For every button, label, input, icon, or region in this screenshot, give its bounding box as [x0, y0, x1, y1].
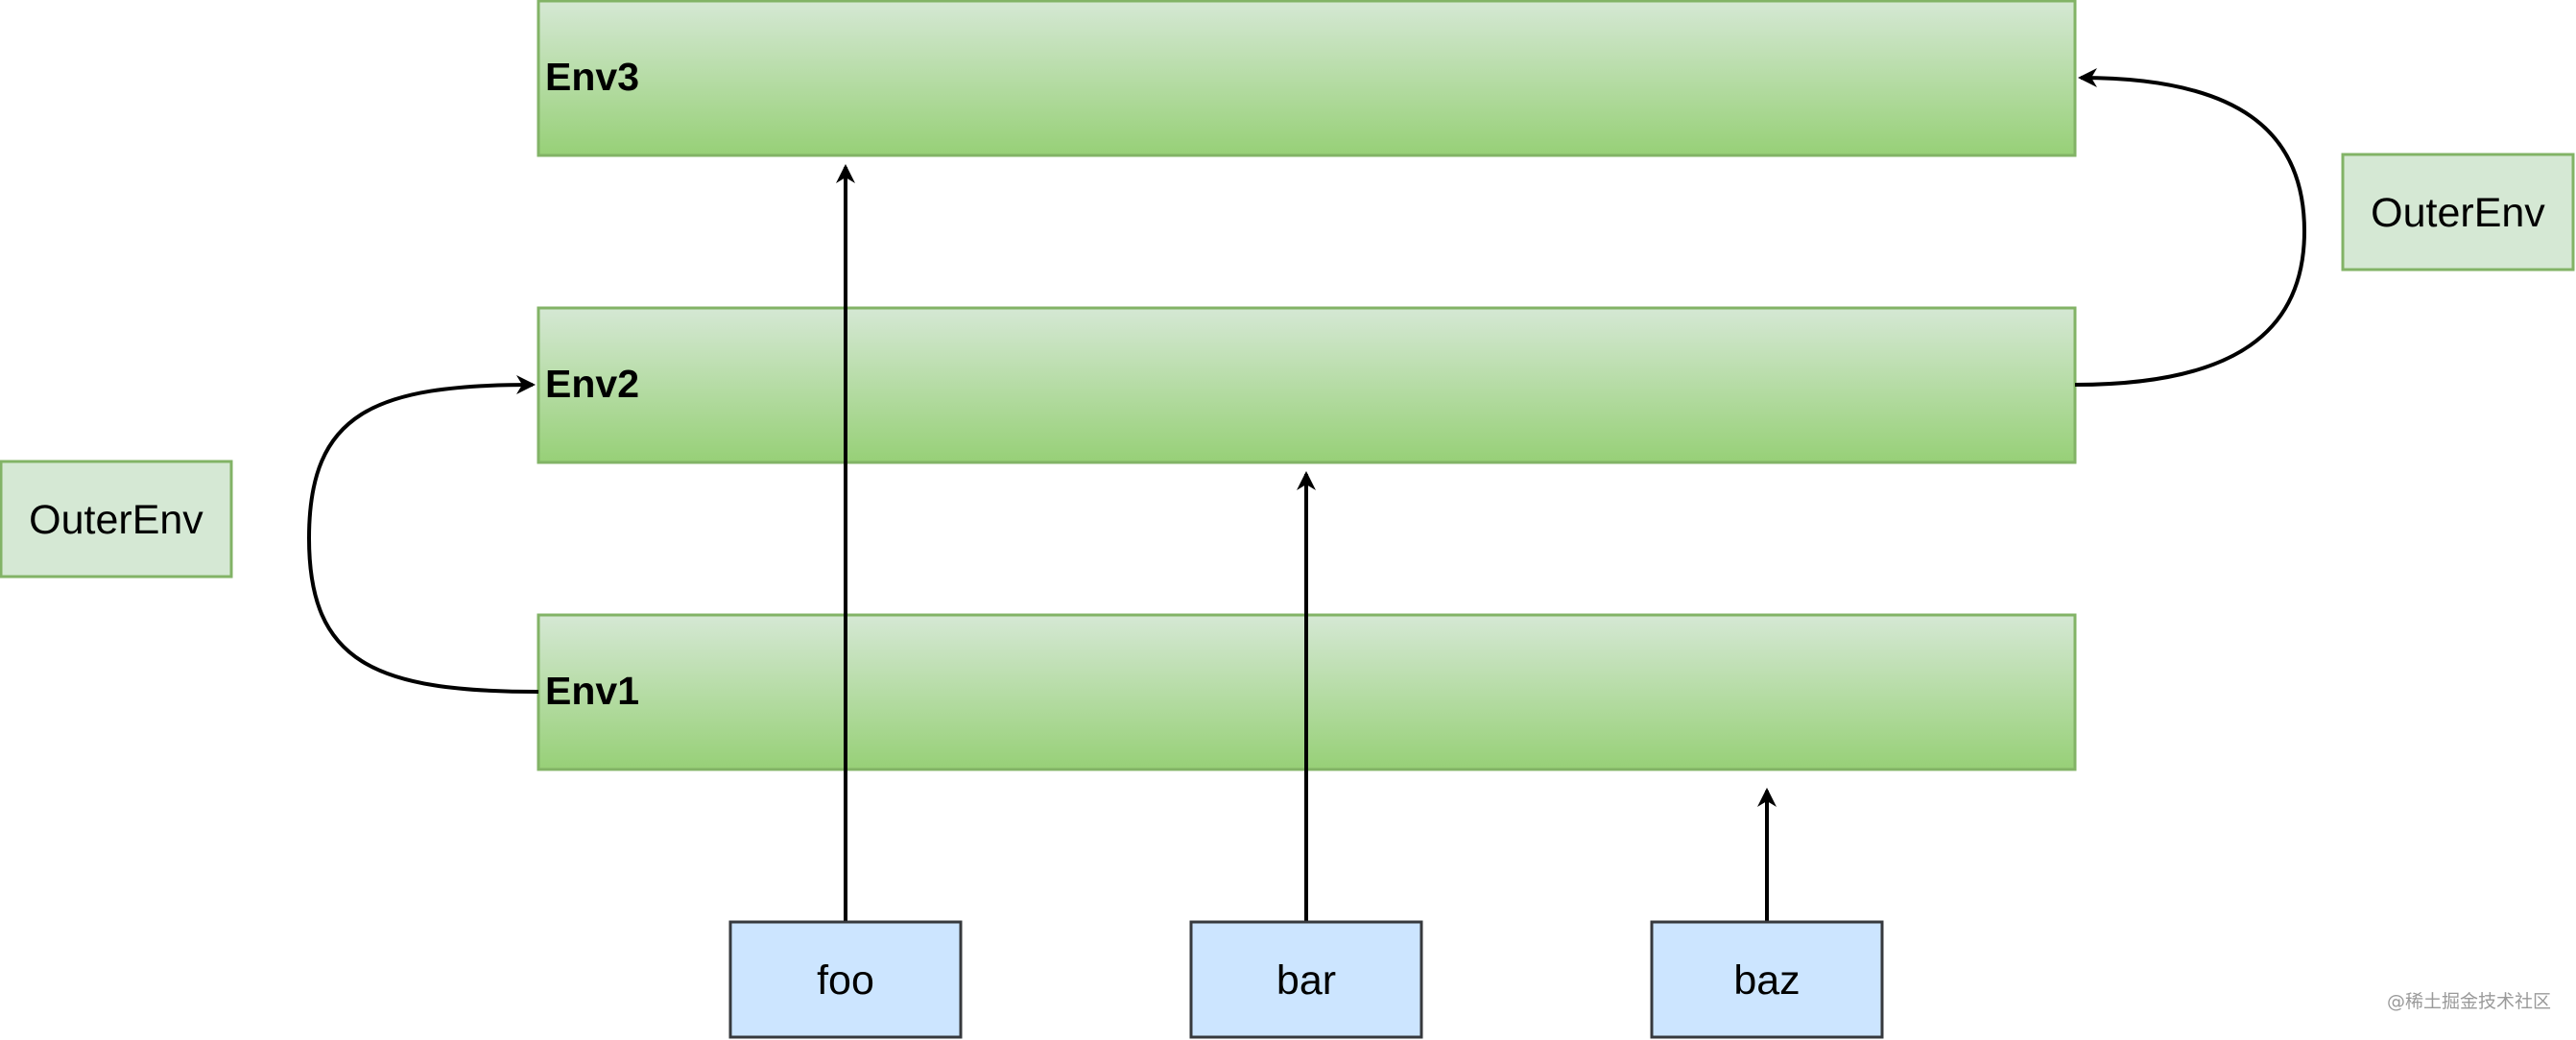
env2-label: Env2: [545, 362, 639, 406]
var-foo-label: foo: [817, 957, 874, 1004]
var-bar-label: bar: [1276, 957, 1336, 1004]
outer-link-env2-to-env3: [2074, 68, 2307, 387]
watermark-text: @稀土掘金技术社区: [2387, 991, 2551, 1012]
outer-env-left-box: OuterEnv: [0, 460, 233, 579]
var-baz-box: baz: [1650, 920, 1884, 1039]
env3-label: Env3: [545, 55, 639, 99]
env1-label: Env1: [545, 669, 639, 713]
outer-env-left-label: OuterEnv: [29, 497, 203, 543]
var-bar-box: bar: [1189, 920, 1423, 1039]
var-baz-label: baz: [1733, 957, 1800, 1004]
outer-env-right-label: OuterEnv: [2371, 190, 2545, 236]
outer-env-right-box: OuterEnv: [2341, 153, 2575, 272]
env3-box: Env3: [537, 0, 2077, 157]
outer-link-env1-to-env2: [306, 375, 539, 694]
var-foo-box: foo: [728, 920, 963, 1039]
env2-box: Env2: [537, 306, 2077, 464]
